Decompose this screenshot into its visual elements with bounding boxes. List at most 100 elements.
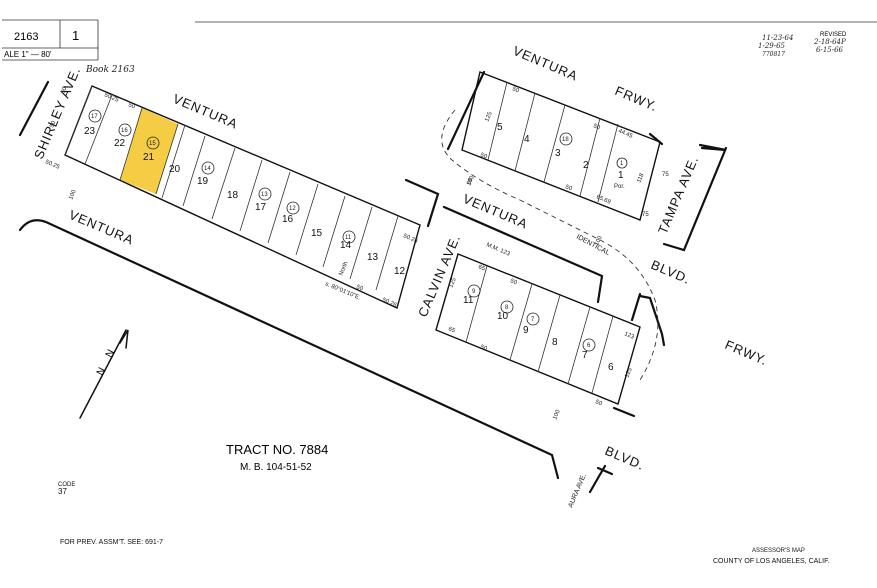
lot-1: 1 [618,170,624,181]
parcel-c-9: 9 [472,289,476,295]
lot-10: 10 [497,311,509,322]
parcel-18: 18 [562,137,569,143]
street-ventura-frwy-frwy: FRWY. [613,83,660,114]
dim-a-5: 50.25 [44,159,61,171]
lot-16: 16 [282,214,294,225]
assessor-map-label: ASSESSOR'S MAP [752,548,805,554]
county-label: COUNTY OF LOS ANGELES, CALIF. [713,558,830,565]
lot-23: 23 [84,126,96,137]
lot-14: 14 [340,240,352,251]
block-a: 23 22 21 20 19 18 17 16 15 14 13 12 17 1… [44,85,421,309]
revision-dates: 11-23-64 1-29-65 770817 REVISED 2-18-64P… [758,32,847,58]
dim-street-75-b: 75 [642,212,649,218]
date-1: 11-23-64 [762,34,793,42]
lot-13: 13 [367,252,379,263]
parcel-17: 17 [91,114,98,120]
dim-c-4: 123 [623,331,635,341]
dim-a-2: 50 [127,102,136,110]
code-block: CODE 37 [58,482,75,496]
dim-c-7: 50 [509,278,518,286]
lot-18: 18 [227,190,239,201]
dim-a-8: 50 [49,120,57,129]
code-value: 37 [58,487,67,496]
lot-19: 19 [197,176,209,187]
lot-6: 6 [608,362,614,373]
parcel-c-7: 7 [531,317,535,323]
dim-b-7: 50 [564,184,573,192]
lot-7: 7 [582,350,588,361]
dim-c-2: 65 [447,326,456,334]
lot-2: 2 [583,160,589,171]
parcel-13: 13 [261,192,268,198]
lot-8: 8 [552,337,558,348]
parcel-14: 14 [204,166,211,172]
lot-20: 20 [169,164,181,175]
lot-11: 11 [463,295,474,306]
parcel-c-6: 6 [587,343,591,349]
block-c: 11 10 9 8 7 6 9 8 7 6 65 65 125 123 50 1… [435,242,641,408]
street-ventura-left: VENTURA [67,207,136,248]
revised-label: REVISED [820,32,847,38]
sheet-number: 1 [72,28,79,43]
street-aura: AURA AVE. [567,473,588,509]
dim-c-9: M.M. 123 [485,242,511,258]
street-lines [18,70,728,494]
date-2: 1-29-65 [758,42,786,50]
lot-15: 15 [311,228,323,239]
street-ventura-mid: VENTURA [461,191,530,232]
svg-text:N: N [104,348,117,359]
street-ventura-frwy-ventura: VENTURA [511,43,580,84]
dim-c-1: 65 [477,264,486,272]
lot-4: 4 [524,134,530,145]
dim-b-6: 50 [479,152,488,160]
dim-street-100-a: 100 [466,175,476,187]
book-note: Book 2163 [85,65,135,75]
parcel-12: 12 [289,206,296,212]
dim-street-100-c: 100 [594,235,604,247]
parcel-15: 15 [149,141,156,147]
north-label: North [338,261,349,277]
parcel-c-8: 8 [505,305,509,311]
scale-label: ALE 1" — 80' [4,50,52,59]
tract-mb: M. B. 104-51-52 [240,462,312,473]
lot-5: 5 [497,122,503,133]
dim-a-9: 50 [60,86,68,95]
dim-street-100-b: 100 [552,409,562,421]
dim-b-1: 125 [484,111,494,123]
bearing: s. 80°01'10"E. [324,281,361,301]
dim-a-4: 50.26 [402,233,419,245]
parcel-1: 1 [620,161,624,167]
block-b: 5 4 3 2 1 18 1 Por. 125 44.45 65.69 118 … [461,71,661,221]
svg-text:N: N [95,366,108,377]
revised-date-2: 6-15-66 [816,46,844,54]
por-label: Por. [614,184,625,190]
lot-21: 21 [143,152,155,163]
dim-c-6: 125 [624,367,634,379]
lot-9: 9 [523,325,529,336]
dim-c-3: 125 [448,277,458,289]
lot-21-highlight [120,108,178,194]
street-shirley: SHIRLEY AVE. [31,64,83,161]
dim-street-75-a: 75 [662,172,669,178]
page-number: 2163 [14,31,38,43]
dim-a-7: 100 [68,189,78,201]
date-3: 770817 [762,51,785,58]
street-calvin: CALVIN AVE. [415,232,463,319]
dim-a-1: 50.25 [103,92,120,104]
lot-22: 22 [114,138,126,149]
dim-b-3: 65.69 [595,194,612,206]
dim-a-6: 50.26 [381,297,398,309]
parcel-16: 16 [121,128,128,134]
dim-b-8: 50 [592,123,601,131]
street-ventura-top: VENTURA [171,91,240,132]
footer: FOR PREV. ASSM'T. SEE: 691-7 ASSESSOR'S … [60,539,830,565]
north-arrow: N N [79,329,129,419]
tract-title: TRACT NO. 7884 [226,442,328,457]
street-identical: IDENTICAL [575,234,611,257]
dim-b-4: 118 [636,172,646,184]
dim-b-2: 44.45 [617,128,634,140]
prev-assessment: FOR PREV. ASSM'T. SEE: 691-7 [60,539,163,546]
dim-a-3: 50 [355,284,364,292]
dim-b-5: 50 [511,86,520,94]
